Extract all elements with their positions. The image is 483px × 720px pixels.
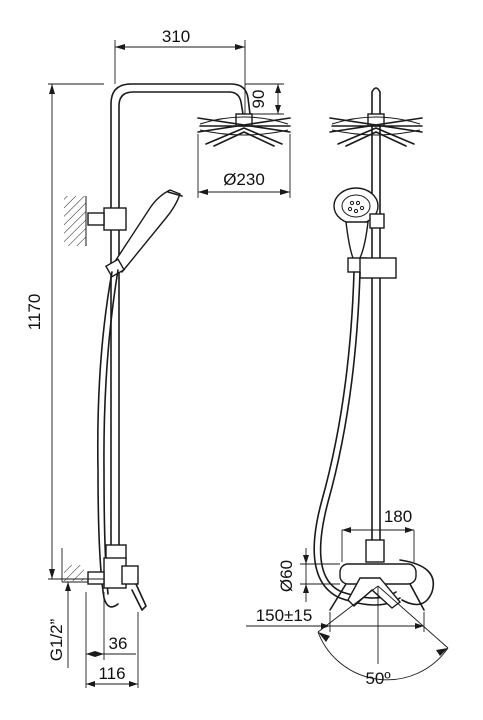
dim-total-height <box>48 83 104 580</box>
head-diameter-label: Ø230 <box>223 170 265 189</box>
wall-offset-label: 116 <box>98 664 125 683</box>
inlet-spacing-label: 150±15 <box>256 606 313 625</box>
mixer-offset-label: 36 <box>109 634 128 653</box>
hand-shower-side <box>104 189 183 278</box>
side-view: 1170 310 90 Ø230 <box>25 27 291 688</box>
total-height-label: 1170 <box>25 294 44 331</box>
handle-angle-label: 50º <box>365 669 390 688</box>
dim-head-diameter <box>197 134 291 198</box>
inlet-hatch <box>64 565 84 581</box>
hand-shower-front <box>333 187 397 279</box>
dim-mixer-width <box>341 527 415 562</box>
body-diameter-label: Ø60 <box>277 560 296 592</box>
dim-mixer-offset <box>85 592 136 688</box>
dim-wall-offset <box>86 612 139 688</box>
mixer-front <box>329 539 435 611</box>
dim-arm-reach <box>114 40 246 114</box>
dim-handle-angle <box>317 585 449 681</box>
wall-bracket <box>87 207 127 231</box>
riser-pipe-front <box>371 87 381 547</box>
mixer-side <box>64 544 147 611</box>
inlet-thread-label: G1/2” <box>47 618 66 661</box>
wall-hatch <box>64 196 86 246</box>
arm-reach-label: 310 <box>162 27 190 46</box>
dim-body-diameter <box>300 548 340 602</box>
overhead-shower-head-front <box>329 113 423 147</box>
overhead-shower-head-side <box>197 113 291 147</box>
shower-hose-front <box>313 271 401 606</box>
riser-pipe <box>110 83 251 561</box>
mixer-width-label: 180 <box>384 507 412 526</box>
front-view: 180 Ø60 150±15 50º <box>246 87 449 688</box>
head-drop-label: 90 <box>249 90 268 109</box>
dim-head-drop <box>245 83 284 115</box>
dim-inlet-thread <box>61 548 88 668</box>
